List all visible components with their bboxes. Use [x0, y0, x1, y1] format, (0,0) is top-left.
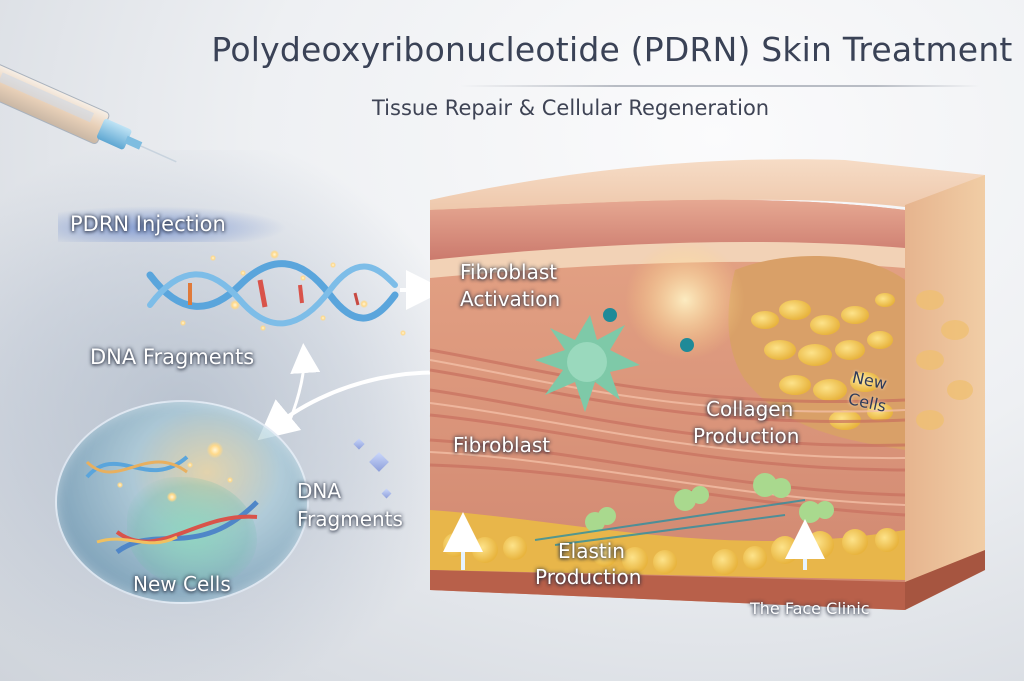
skin-cross-section	[429, 159, 985, 610]
sparkle	[207, 442, 223, 458]
new-cells-inset-label: New Cells	[133, 572, 231, 596]
dna-fragments-inset-label-line2: Fragments	[297, 507, 403, 531]
pdrn-injection-label: PDRN Injection	[70, 212, 226, 236]
fibroblast-label: Fibroblast	[453, 433, 551, 457]
sparkle	[117, 482, 123, 488]
sparkle	[360, 300, 368, 308]
new-cell-blob	[127, 477, 257, 587]
dna-fragments-label: DNA Fragments	[90, 345, 255, 369]
cell-inset-oval	[55, 400, 309, 604]
fibroblast-activation-label-line2: Activation	[460, 287, 561, 311]
sparkle	[260, 325, 266, 331]
sparkle	[330, 262, 336, 268]
dna-helix-icon	[146, 260, 399, 327]
sparkle	[230, 300, 240, 310]
title-divider	[460, 85, 980, 87]
sparkle	[240, 270, 246, 276]
sparkle	[300, 275, 306, 281]
sparkle	[320, 315, 326, 321]
page-title: Polydeoxyribonucleotide (PDRN) Skin Trea…	[211, 30, 1013, 69]
sparkle	[167, 492, 177, 502]
sparkle	[270, 250, 279, 259]
sparkle	[400, 330, 406, 336]
sparkle	[180, 320, 186, 326]
label-glow	[58, 206, 288, 242]
sparkle	[227, 477, 233, 483]
collagen-production-label-line1: Collagen	[706, 397, 794, 421]
watermark-text: The Face Clinic	[750, 599, 870, 618]
page-subtitle: Tissue Repair & Cellular Regeneration	[372, 96, 770, 120]
fibroblast-cell-icon	[535, 308, 694, 412]
elastin-production-label-line2: Production	[535, 565, 642, 589]
elastin-production-label-line1: Elastin	[558, 539, 625, 563]
fibroblast-activation-label-line1: Fibroblast	[460, 260, 558, 284]
collagen-production-label-line2: Production	[693, 424, 800, 448]
sparkle	[187, 462, 193, 468]
syringe-icon	[0, 63, 177, 163]
dna-helix-icon	[85, 455, 259, 555]
sparkle	[210, 255, 216, 261]
dna-fragments-inset-label-line1: DNA	[297, 479, 342, 503]
